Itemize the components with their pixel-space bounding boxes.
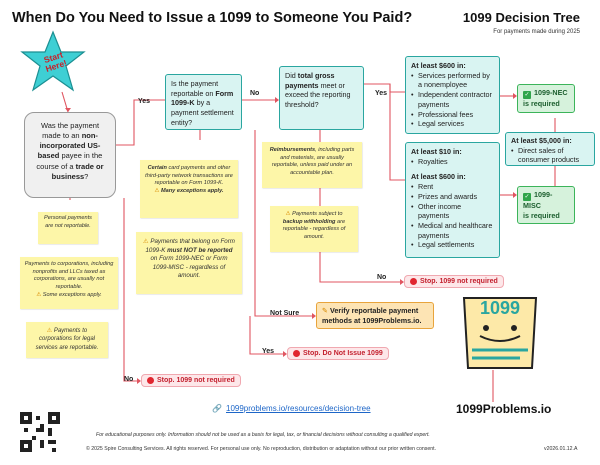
footer-disclaimer: For educational purposes only. Informati… (96, 432, 430, 438)
misc-criteria-heading-2: At least $600 in: (411, 172, 466, 182)
pencil-icon: ✎ (322, 306, 329, 315)
decision-tree-link[interactable]: 1099problems.io/resources/decision-tree (226, 404, 371, 413)
qr-code-icon (20, 412, 60, 452)
stop-icon (293, 350, 300, 357)
list-item: Prizes and awards (411, 192, 494, 202)
note-reimbursements: Reimbursements, including parts and mate… (262, 142, 362, 188)
list-item: Legal services (411, 119, 494, 129)
label-yes-q3: Yes (375, 90, 388, 97)
note-legal-corporations: ⚠ Payments to corporations for legal ser… (26, 322, 108, 358)
stop-icon (410, 278, 417, 285)
question-form-1099k: Is the payment reportable on Form 1099-K… (165, 74, 242, 130)
nec-criteria-box: At least $600 in: Services performed by … (405, 56, 500, 134)
footer-copyright: © 2025 Spire Consulting Services. All ri… (86, 446, 437, 452)
list-item: Other income payments (411, 202, 494, 221)
list-item: Legal settlements (411, 240, 494, 250)
connector-q1-yes (116, 99, 165, 146)
result-1099-misc: ✓1099-MISC is required (517, 186, 575, 225)
mascot-label: 1099 (479, 298, 521, 318)
site-name[interactable]: 1099Problems.io (456, 402, 552, 416)
question-gross-payments-threshold: Did total gross payments meet or exceed … (279, 66, 364, 130)
start-star-icon (20, 30, 86, 92)
list-item: Medical and healthcare payments (411, 221, 494, 240)
label-no-q3: No (377, 274, 387, 281)
nec-criteria-heading: At least $600 in: (411, 61, 466, 70)
connector-not-sure (254, 130, 312, 317)
brand-title: 1099 Decision Tree (462, 10, 580, 25)
note-form-1099k-belongs: ⚠ Payments that belong on Form 1099-K mu… (136, 232, 242, 294)
misc-criteria-box: At least $10 in: Royalties At least $600… (405, 142, 500, 258)
connector-q1-no (123, 198, 137, 382)
note-corporations: Payments to corporations, including nonp… (20, 257, 118, 309)
note-backup-withholding: ⚠ Payments subject to backup withholding… (270, 206, 358, 252)
stop-icon (147, 377, 154, 384)
stop-not-required-q1: Stop. 1099 not required (141, 374, 241, 387)
footer-version: v2026.01.12.A (544, 446, 578, 452)
check-icon: ✓ (523, 193, 531, 201)
link-icon: 🔗 (212, 404, 222, 413)
brand-subtitle: For payments made during 2025 (493, 29, 580, 35)
list-item: Direct sales of consumer products (511, 146, 589, 165)
direct-sales-box: At least $5,000 in: Direct sales of cons… (505, 132, 595, 166)
connector-q2-yes (249, 316, 283, 355)
result-1099-nec: ✓1099-NEC is required (517, 84, 575, 113)
verify-payment-methods: ✎ Verify reportable payment methods at 1… (316, 302, 434, 330)
note-personal-payments: Personal payments are not reportable. (38, 212, 98, 244)
list-item: Independent contractor payments (411, 90, 494, 109)
page-title: When Do You Need to Issue a 1099 to Some… (12, 10, 413, 26)
note-card-payments: Certain card payments and other third-pa… (140, 160, 238, 218)
label-not-sure: Not Sure (270, 310, 300, 317)
label-yes-q2: Yes (262, 348, 275, 355)
list-item: Royalties (411, 157, 494, 167)
label-no-q2: No (250, 90, 260, 97)
stop-not-required-threshold: Stop. 1099 not required (404, 275, 504, 288)
connector-q3-yes-misc (389, 84, 405, 181)
stop-do-not-issue: Stop. Do Not Issue 1099 (287, 347, 389, 360)
misc-criteria-heading-1: At least $10 in: (411, 147, 462, 156)
question-trade-or-business: Was the payment made to an non-incorpora… (24, 112, 116, 198)
list-item: Rent (411, 182, 494, 192)
label-no-q1: No (124, 376, 134, 383)
check-icon: ✓ (523, 91, 531, 99)
mascot-document-icon (462, 297, 538, 369)
label-yes-q1: Yes (138, 98, 151, 105)
list-item: Services performed by a nonemployee (411, 71, 494, 90)
list-item: Professional fees (411, 110, 494, 120)
